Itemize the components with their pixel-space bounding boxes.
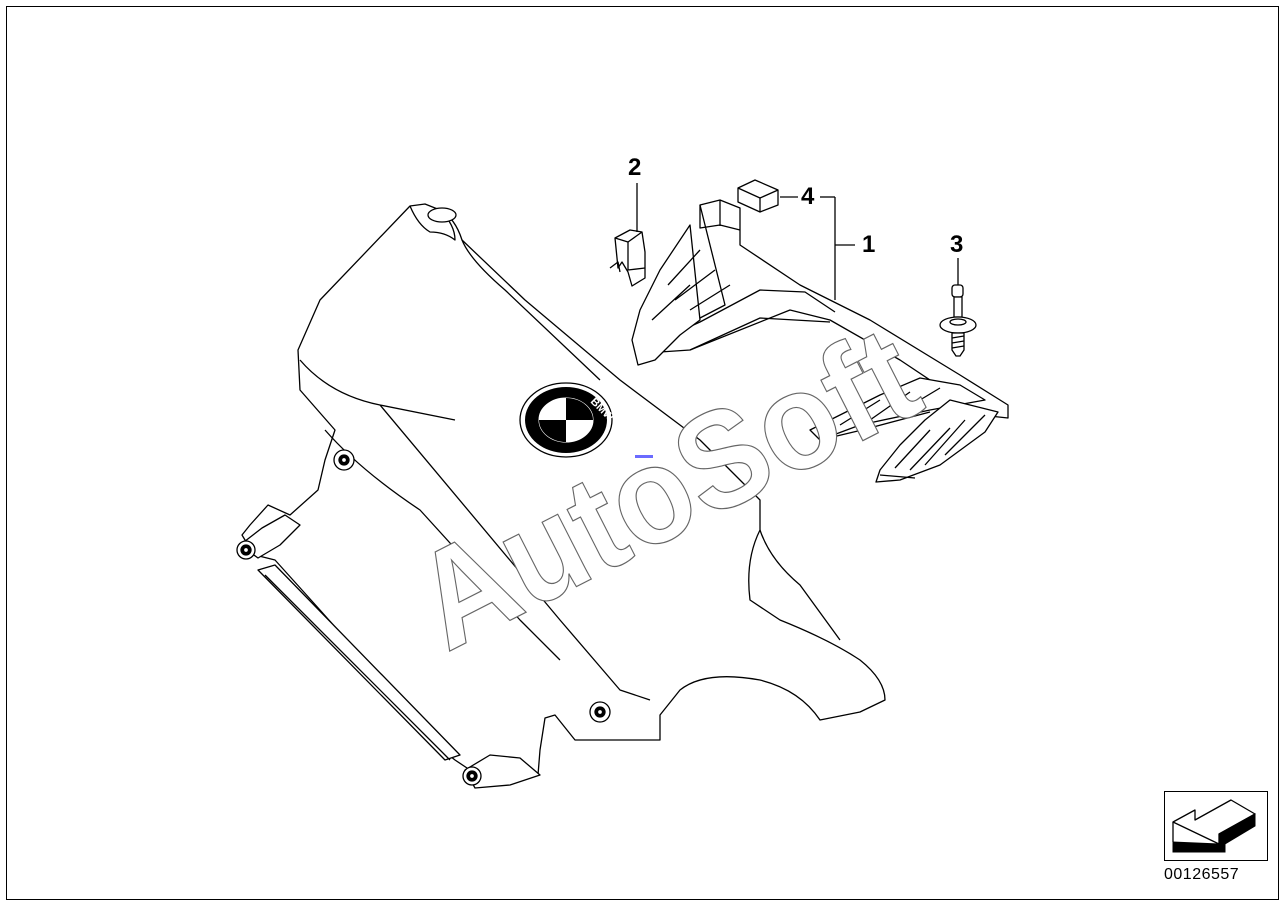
clip-part-2 <box>609 229 646 287</box>
engine-cover <box>239 203 886 789</box>
callout-3: 3 <box>950 231 964 258</box>
marker-dash <box>635 455 653 458</box>
bmw-emblem: BMW <box>519 382 616 458</box>
back-arrow-icon <box>1172 799 1256 853</box>
callout-4: 4 <box>801 183 815 210</box>
diagram-number: 00126557 <box>1164 866 1240 883</box>
callout-1: 1 <box>862 231 876 258</box>
screw-part-3 <box>939 284 977 357</box>
callout-2: 2 <box>628 154 642 181</box>
pad-part-4 <box>737 179 779 213</box>
cover-grommets <box>236 449 611 786</box>
leader-lines <box>636 183 959 300</box>
bracket-part-1 <box>631 199 1009 483</box>
nav-arrow-box[interactable] <box>1164 791 1268 861</box>
